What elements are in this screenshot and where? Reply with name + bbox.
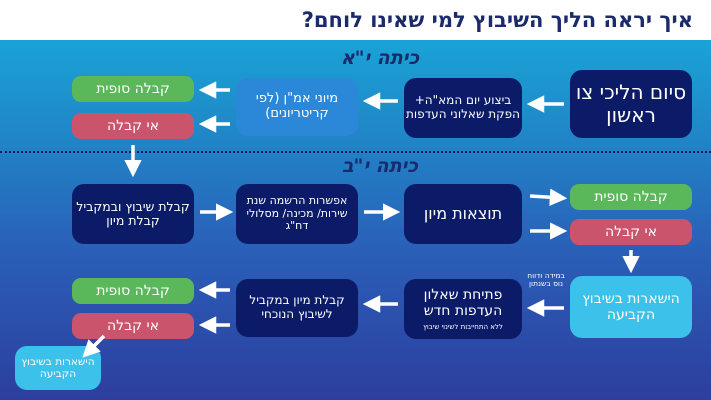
placement-screening-label: קבלת שיבוץ ובמקביל קבלת מיון	[76, 198, 190, 228]
final-acceptance-label-1: קבלה סופית	[96, 80, 170, 97]
final-acceptance-box-1: קבלה סופית	[72, 76, 194, 102]
dotted-divider	[0, 151, 711, 153]
maa-questionnaire-box: ביצוע יום המא"ה+ הפקת שאלוני העדפות	[404, 78, 522, 138]
final-acceptance-box-3: קבלה סופית	[72, 278, 194, 304]
screening-criteria-label: מיוני אמ"ן (לפי קריטריונים)	[255, 91, 339, 121]
slide-title: איך יראה הליך השיבוץ למי שאינו לוחם?	[0, 0, 711, 40]
grade-12-label: כיתה י"ב	[341, 155, 419, 177]
not-accepted-box-2: אי קבלה	[570, 219, 692, 245]
screening-parallel-box: קבלת מיון במקביל לשיבוץ הנוכחי	[236, 279, 358, 337]
bottom-stay-label: הישארות בשיבוץ הקביעה	[21, 355, 95, 380]
grade-11-label: כיתה י"א	[340, 47, 420, 69]
first-order-label: סיום הליכי צו ראשון	[575, 80, 687, 127]
final-acceptance-box-2: קבלה סופית	[570, 184, 692, 210]
not-accepted-label-1: אי קבלה	[106, 117, 160, 134]
results-box: תוצאות מיון	[404, 184, 522, 244]
arrow-notaccepted-3-to-bottom	[82, 334, 106, 358]
options-label: אפשרות הרשמה שנת שירות/ מכינה/ מסלולי דח…	[246, 194, 348, 233]
placement-screening-box: קבלת שיבוץ ובמקביל קבלת מיון	[72, 184, 194, 244]
maa-questionnaire-label: ביצוע יום המא"ה+ הפקת שאלוני העדפות	[405, 93, 521, 121]
results-label: תוצאות מיון	[423, 203, 503, 223]
screening-parallel-label: קבלת מיון במקביל לשיבוץ הנוכחי	[249, 293, 345, 321]
first-order-box: סיום הליכי צו ראשון	[570, 70, 692, 138]
not-accepted-box-1: אי קבלה	[72, 113, 194, 139]
not-accepted-label-2: אי קבלה	[604, 223, 658, 240]
arrow-results-to-final-2	[529, 188, 568, 206]
stay-permanent-box: הישארות בשיבוץ הקביעה	[570, 276, 692, 338]
new-questionnaire-label: פתיחת שאלון העדפות חדש	[423, 287, 503, 320]
side-note: במידה ודווח נוס בשנתון	[527, 271, 565, 289]
not-accepted-box-3: אי קבלה	[72, 313, 194, 339]
not-accepted-label-3: אי קבלה	[106, 317, 160, 334]
new-questionnaire-box: פתיחת שאלון העדפות חדש ללא התחייבות לשינ…	[404, 279, 522, 339]
final-acceptance-label-3: קבלה סופית	[96, 282, 170, 299]
new-questionnaire-note: ללא התחייבות לשינוי שיבוץ	[423, 322, 503, 331]
options-box: אפשרות הרשמה שנת שירות/ מכינה/ מסלולי דח…	[236, 184, 358, 244]
stay-permanent-label: הישארות בשיבוץ הקביעה	[582, 290, 680, 323]
screening-criteria-box: מיוני אמ"ן (לפי קריטריונים)	[236, 78, 358, 136]
final-acceptance-label-2: קבלה סופית	[594, 188, 668, 205]
